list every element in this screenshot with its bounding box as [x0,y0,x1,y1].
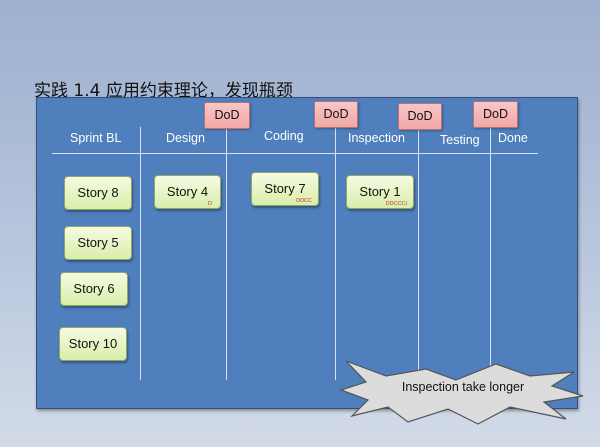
story-label: Story 7 [264,181,306,196]
story-label: Story 5 [77,235,119,250]
story-card-1[interactable]: Story 1 DDCCCI [346,175,414,209]
story-label: Story 4 [166,184,209,199]
dod-inspection: DoD [398,103,442,130]
stage-tag: D [208,201,212,207]
story-card-5[interactable]: Story 5 [64,226,132,260]
column-header-sprint-bl: Sprint BL [70,131,122,145]
column-header-coding: Coding [264,129,304,143]
column-header-inspection: Inspection [348,131,405,145]
explosion-callout-shape [339,360,584,425]
column-divider [335,127,336,380]
story-label: Story 6 [73,281,115,296]
stage-tag: DDCCCI [385,201,407,207]
column-divider [226,127,227,380]
callout-text: Inspection take longer [401,380,525,394]
story-label: Story 8 [77,185,119,200]
column-divider [418,127,419,380]
slide-title: 实践 1.4 应用约束理论，发现瓶颈 [34,81,293,101]
column-divider [490,127,491,380]
header-divider [52,153,538,154]
dod-design: DoD [204,102,250,129]
story-card-10[interactable]: Story 10 [59,327,127,361]
story-card-6[interactable]: Story 6 [60,272,128,306]
stage-tag: DDCC [296,198,312,204]
story-card-7[interactable]: Story 7 DDCC [251,172,319,206]
dod-coding: DoD [314,101,358,128]
column-header-testing: Testing [440,133,480,147]
story-label: Story 1 [359,184,401,199]
column-header-design: Design [166,131,205,145]
column-divider [140,127,141,380]
column-header-done: Done [498,131,528,145]
story-card-8[interactable]: Story 8 [64,176,132,210]
dod-testing: DoD [473,101,518,128]
story-label: Story 10 [68,336,118,351]
story-card-4[interactable]: Story 4 D [154,175,221,209]
